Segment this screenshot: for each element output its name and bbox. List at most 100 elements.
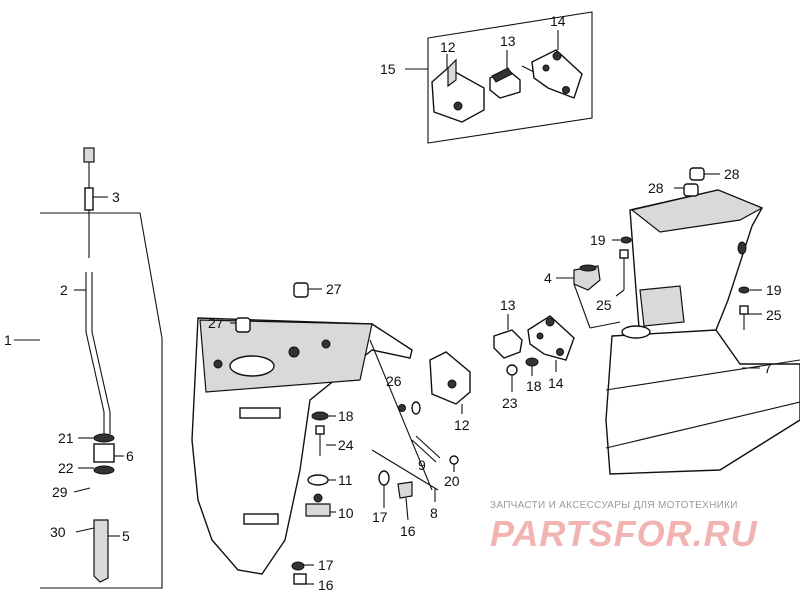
gasket-17-center (378, 470, 390, 486)
housing-top-deck (199, 319, 373, 393)
leg-top-hole (737, 241, 747, 255)
watermark-tagline: ЗАПЧАСТИ И АКСЕССУАРЫ ДЛЯ МОТОТЕХНИКИ (490, 500, 738, 511)
bracket-12-inset (431, 67, 485, 123)
spring-9 (411, 439, 437, 463)
washer-19-center (411, 401, 421, 415)
callout-24: 24 (338, 437, 354, 453)
leg-top-flange (630, 189, 764, 233)
bracket-12-main-hole (447, 379, 457, 389)
rod-2-edge (91, 272, 111, 434)
center-hardware (378, 351, 471, 521)
leg-shift-cover (639, 285, 685, 327)
callout-16-center: 16 (400, 523, 416, 539)
block-13-inset-top (491, 67, 513, 83)
rod-3-sleeve (84, 187, 94, 211)
plate-14-inset-hole-b (542, 64, 550, 72)
gear-housing (191, 317, 439, 575)
bolt-24-head (315, 425, 325, 435)
linkage-line-a (573, 283, 591, 329)
callout-1: 1 (4, 332, 12, 348)
callout-14-inset: 14 (550, 13, 566, 29)
housing-port-b (321, 339, 331, 349)
callout-13-inset: 13 (500, 33, 516, 49)
plate-14-main-hole-c (556, 348, 564, 356)
callout-8: 8 (430, 505, 438, 521)
callout-18-left: 18 (338, 408, 354, 424)
washer-19-right (738, 286, 750, 294)
spring-9-edge (415, 435, 441, 459)
callout-2: 2 (60, 282, 68, 298)
housing-label-lower (243, 513, 279, 525)
washer-18-mid (525, 357, 539, 367)
inset-frame (427, 11, 593, 144)
bolt-25-right-head (739, 305, 749, 315)
bushing-28-lower (683, 183, 699, 197)
bushing-6 (93, 443, 115, 463)
bracket-12-main (429, 351, 471, 405)
block-13-main (493, 329, 523, 359)
callout-12-main: 12 (454, 417, 470, 433)
plug-16-center (397, 481, 413, 499)
callout-14-main: 14 (548, 375, 564, 391)
anode-10-stud (313, 493, 323, 503)
bolt-25-upper-head (619, 249, 629, 259)
linkage-line-b (589, 321, 621, 329)
leg-plate-edge-b (605, 401, 800, 449)
callout-7: 7 (764, 360, 772, 376)
bushing-27-upper (293, 282, 309, 298)
plate-14-main-hole-b (536, 332, 544, 340)
watermark-logo: PARTSFOR.RU (490, 513, 758, 554)
callout-23: 23 (502, 395, 518, 411)
housing-label-upper (239, 407, 281, 419)
callout-29: 29 (52, 484, 68, 500)
callout-18-mid: 18 (526, 378, 542, 394)
callout-4: 4 (544, 270, 552, 286)
shift-rod-assembly (14, 147, 163, 589)
callout-19-upper: 19 (590, 232, 606, 248)
ball-20 (449, 455, 459, 465)
ring-22 (93, 465, 115, 475)
rod-3-cap (83, 147, 95, 163)
washer-18-left (311, 411, 329, 421)
leader-8-join (371, 449, 439, 491)
washer-11 (307, 474, 329, 486)
callout-25-right: 25 (766, 307, 782, 323)
callout-13-main: 13 (500, 297, 516, 313)
plate-14-inset-hole-c (562, 86, 570, 94)
leader-8-line (369, 339, 433, 491)
screw-23-head (506, 364, 518, 376)
callout-17-lower: 17 (318, 557, 334, 573)
leader-25-upper (615, 289, 625, 297)
bracket-12-inset-tab (447, 58, 457, 88)
callout-12-inset: 12 (440, 39, 456, 55)
callout-15: 15 (380, 61, 396, 77)
callout-30: 30 (50, 524, 66, 540)
callout-16-lower: 16 (318, 577, 334, 593)
housing-bore (229, 355, 275, 377)
shift-mechanism (493, 264, 621, 392)
pin-30 (75, 527, 95, 533)
bracket-12-inset-hole (453, 101, 463, 111)
callout-3: 3 (112, 189, 120, 205)
seal-21 (93, 433, 115, 443)
housing-hardware (230, 282, 336, 585)
housing-port-c (213, 359, 223, 369)
callout-22: 22 (58, 460, 74, 476)
lower-unit-leg (605, 167, 800, 475)
plate-14-main-hole-a (545, 317, 555, 327)
callout-20: 20 (444, 473, 460, 489)
plate-14-inset-hole-a (552, 51, 562, 61)
callout-21: 21 (58, 430, 74, 446)
leg-plate-edge-a (605, 359, 800, 391)
callout-28-lower: 28 (648, 180, 664, 196)
pin-29 (73, 487, 91, 493)
callout-28-upper: 28 (724, 166, 740, 182)
callout-10: 10 (338, 505, 354, 521)
callout-9: 9 (418, 457, 426, 473)
callout-27-upper: 27 (326, 281, 342, 297)
callout-17-center: 17 (372, 509, 388, 525)
inset-bracket-group (405, 11, 593, 144)
seal-holder-4-top (579, 264, 597, 272)
